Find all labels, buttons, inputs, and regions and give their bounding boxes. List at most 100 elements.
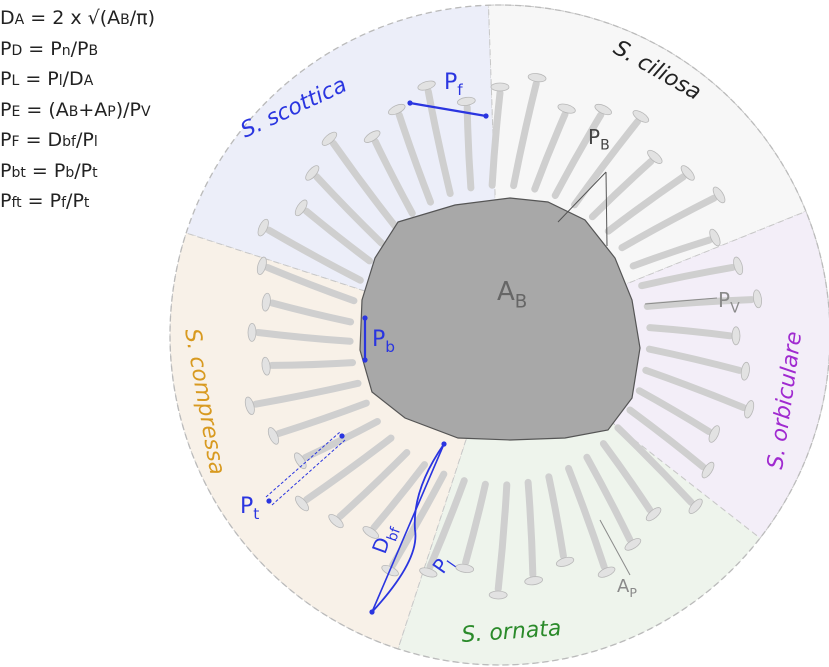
spicule	[638, 263, 736, 290]
spicule-tip	[294, 452, 307, 470]
label-ab: AB	[497, 277, 527, 312]
formula-subscript: l	[58, 73, 63, 89]
ap-pointer	[599, 519, 631, 576]
spicule-tip	[305, 165, 320, 181]
spicule	[252, 379, 362, 408]
formula-subscript: l	[93, 134, 98, 150]
spicule	[268, 359, 357, 369]
spicule-tip	[455, 563, 475, 573]
spicule	[494, 481, 511, 593]
arrow-end	[407, 100, 413, 106]
spicule	[626, 406, 707, 471]
formula-subscript: V	[141, 103, 151, 120]
formula-subscript: A	[14, 12, 25, 28]
spicule-tip	[680, 165, 695, 181]
spicule-crown	[244, 73, 763, 600]
formula-text: /π)	[129, 7, 156, 29]
spicule-tip	[712, 186, 726, 204]
formula-line: PD = Pn/PB	[0, 35, 240, 66]
formula-subscript: D	[11, 42, 23, 59]
pt-dotted-line	[265, 431, 341, 498]
spicule-tip	[294, 199, 308, 217]
label-dbf: Dbf	[367, 520, 404, 558]
formula-subscript: B	[120, 12, 130, 28]
spicule-tip	[247, 323, 257, 342]
formula-line: Pbt = Pb/Pt	[0, 157, 240, 188]
spicule	[545, 473, 567, 560]
formula-subscript: bf	[62, 134, 76, 150]
formula-subscript: n	[61, 42, 71, 59]
pb-pointer	[605, 171, 608, 247]
spicule-tip	[257, 218, 269, 237]
spicule	[646, 324, 734, 340]
formula-text: = P	[21, 190, 62, 212]
formula-text: )/P	[115, 98, 142, 121]
spicule-tip	[731, 326, 741, 346]
spicule	[275, 399, 370, 437]
formula-subscript: B	[68, 103, 79, 120]
spicule-tip	[362, 526, 380, 539]
spicule-tip	[744, 400, 755, 419]
formula-text: = P	[22, 37, 62, 60]
formula-text: P	[0, 37, 12, 60]
formula-subscript: f	[61, 195, 67, 211]
formula-text: /P	[74, 159, 93, 182]
spicule	[313, 173, 385, 247]
pv-pointer	[644, 297, 718, 305]
pf-arrow	[409, 101, 487, 118]
formula-subscript: b	[65, 164, 75, 181]
formula-text: /P	[66, 190, 84, 212]
spicule	[531, 110, 569, 193]
spicule-tip	[688, 498, 703, 514]
arrow-end	[362, 357, 368, 363]
formula-subscript: F	[11, 134, 20, 150]
spicule-tip	[597, 566, 616, 578]
spicule	[571, 117, 642, 209]
spicule-tip	[557, 103, 576, 114]
formula-subscript: B	[88, 42, 99, 59]
formula-subscript: A	[83, 73, 94, 89]
spicule	[604, 173, 687, 235]
formula-text: /D	[62, 68, 84, 90]
formula-line: DA = 2 x √(AB/π)	[0, 4, 240, 35]
arrow-end	[483, 113, 489, 119]
formula-text: = (A	[20, 98, 69, 121]
pl-curve	[371, 443, 445, 613]
spicule-tip	[488, 590, 508, 600]
formula-line: Pft = Pf/Pt	[0, 187, 240, 218]
formula-text: /P	[76, 129, 94, 151]
spicule	[551, 111, 605, 200]
spicule-tip	[594, 103, 612, 116]
spicule	[635, 387, 713, 435]
spicule	[588, 157, 655, 221]
spicule-tip	[527, 73, 547, 83]
label-pb: PB	[588, 125, 610, 154]
label-pv: PV	[718, 288, 740, 317]
spicule	[370, 461, 429, 531]
spicule	[329, 139, 400, 231]
spicule	[254, 328, 354, 345]
formula-subscript: bt	[11, 164, 26, 181]
formula-subscript: P	[107, 103, 116, 120]
spicule	[301, 417, 381, 462]
spicule-tip	[321, 131, 338, 146]
outer-dashed-circle	[169, 4, 829, 666]
spicule	[426, 477, 468, 571]
spicule	[462, 480, 489, 566]
spicule	[395, 111, 435, 206]
spicule	[642, 366, 747, 412]
spicule-tip	[740, 361, 750, 381]
formula-line: PF = Dbf/Pl	[0, 126, 240, 157]
arrow-end	[369, 609, 375, 615]
arrow-end	[362, 315, 368, 321]
formula-line: PL = Pl/DA	[0, 65, 240, 96]
spicule-tip	[267, 427, 280, 445]
formula-text: P	[0, 129, 12, 151]
pt-dotted-line	[271, 439, 346, 506]
spicule	[268, 299, 355, 326]
label-pf: Pf	[444, 70, 463, 99]
spicule	[371, 138, 416, 217]
formula-subscript: t	[92, 164, 98, 181]
spicule-tip	[388, 103, 406, 116]
